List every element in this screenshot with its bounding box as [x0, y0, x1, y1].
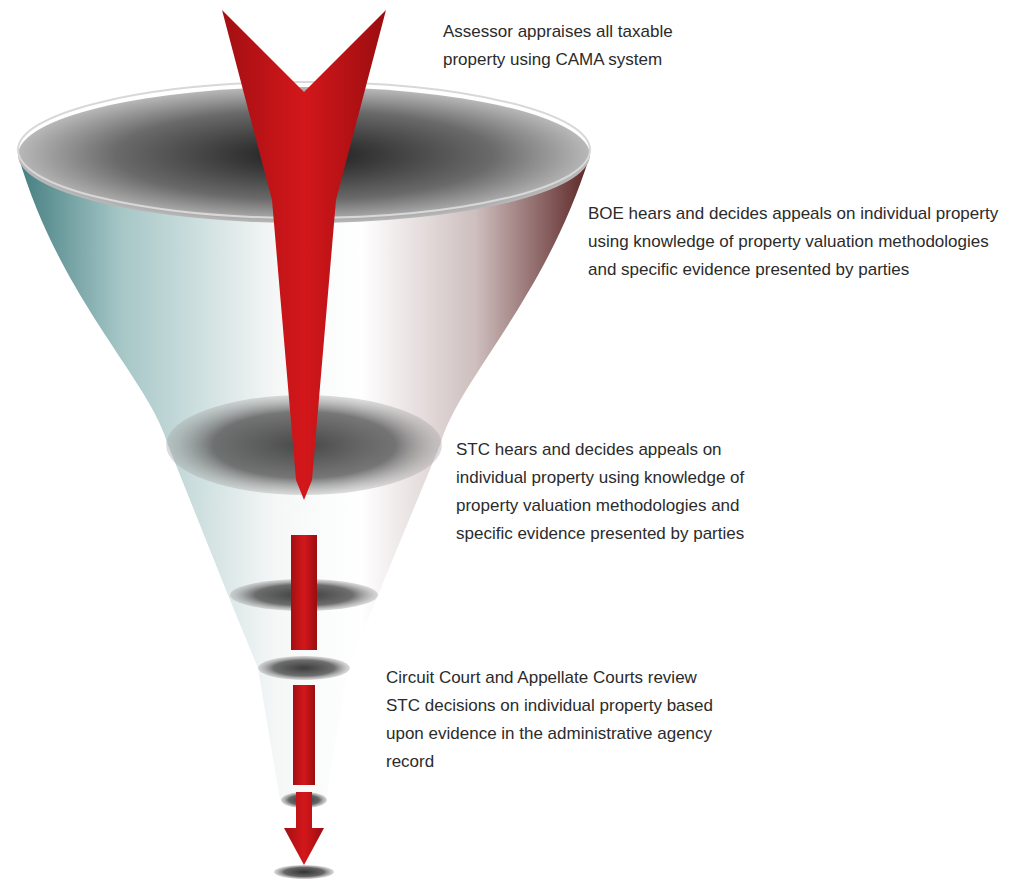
stc-note: STC hears and decides appeals on individ…	[456, 436, 796, 548]
assessor-note: Assessor appraises all taxable property …	[443, 18, 703, 74]
boe-note: BOE hears and decides appeals on individ…	[588, 200, 1018, 284]
court-note: Circuit Court and Appellate Courts revie…	[386, 664, 721, 776]
